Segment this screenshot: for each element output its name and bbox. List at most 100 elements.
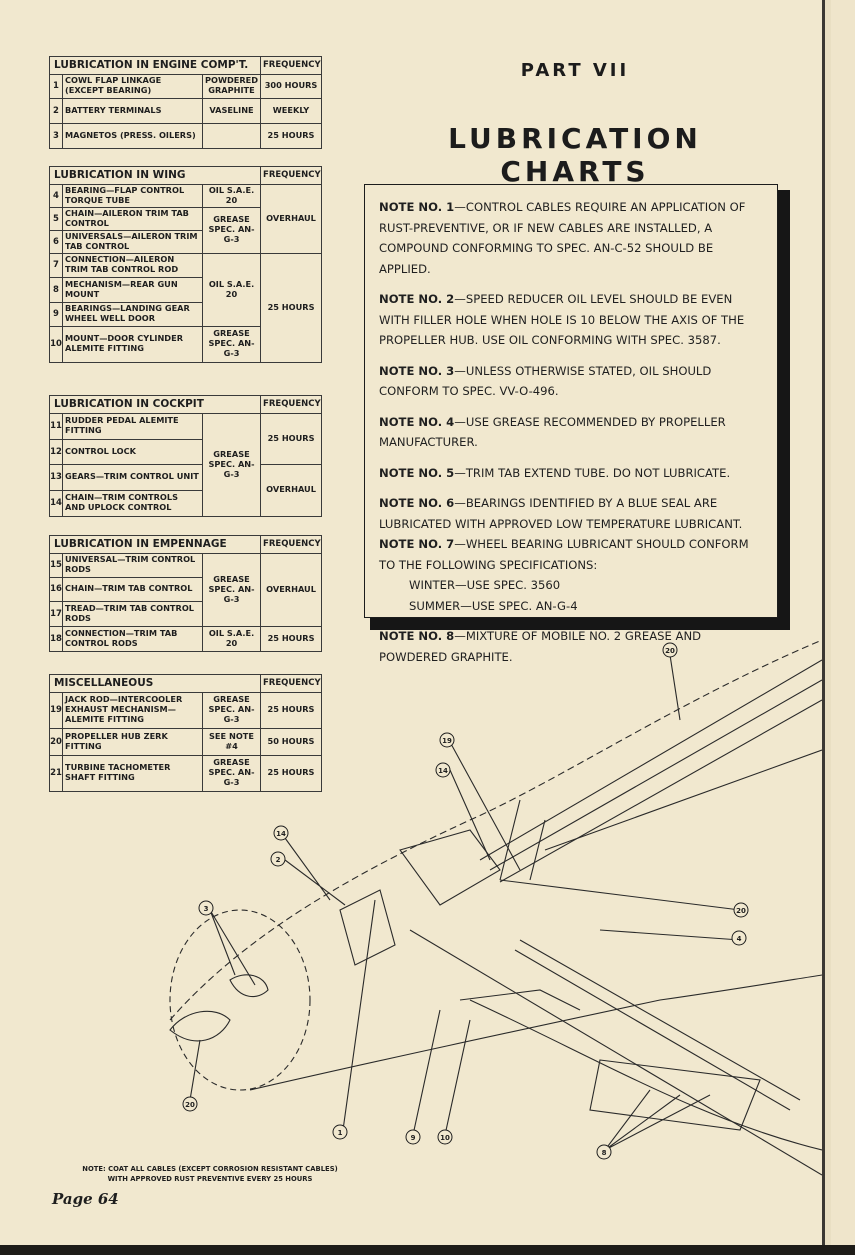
- fuselage-lower-line: [249, 974, 822, 1091]
- table-title: LUBRICATION IN EMPENNAGE: [48, 535, 262, 554]
- row-frequency: 25 HOURS: [260, 754, 322, 792]
- svg-text:2: 2: [276, 856, 281, 864]
- control-cable-4: [544, 749, 822, 851]
- svg-text:14: 14: [438, 767, 448, 775]
- row-number: 4: [49, 183, 63, 208]
- row-number: 5: [49, 206, 63, 231]
- table-row: 3 MAGNETOS (PRESS. OILERS) 25 HOURS: [49, 122, 322, 149]
- note-text: —TRIM TAB EXTEND TUBE. DO NOT LUBRICATE.: [454, 465, 731, 480]
- table-row: 1 COWL FLAP LINKAGE (EXCEPT BEARING) POW…: [49, 73, 322, 99]
- frequency-header: FREQUENCY: [260, 56, 322, 75]
- row-lubricant: GREASE SPEC. AN-G-3: [201, 325, 262, 363]
- row-item: JACK ROD—INTERCOOLER EXHAUST MECHANISM—A…: [62, 691, 203, 729]
- table-row: 16 CHAIN—TRIM TAB CONTROL: [49, 576, 322, 602]
- note-8: NOTE NO. 8—MIXTURE OF MOBILE NO. 2 GREAS…: [379, 626, 765, 667]
- row-item: CHAIN—TRIM CONTROLS AND UPLOCK CONTROL: [62, 489, 203, 517]
- frequency-header: FREQUENCY: [260, 166, 323, 185]
- manual-page: LUBRICATION IN ENGINE COMP'T. FREQUENCY …: [0, 0, 824, 1245]
- row-frequency: 300 HOURS: [260, 73, 322, 99]
- row-number: 14: [49, 489, 63, 517]
- row-frequency: OVERHAUL: [260, 552, 323, 627]
- footnote-line-1: NOTE: COAT ALL CABLES (EXCEPT CORROSION …: [82, 1165, 338, 1173]
- callout-14: 20: [733, 902, 749, 918]
- table-row: 10 MOUNT—DOOR CYLINDER ALEMITE FITTING G…: [49, 325, 322, 363]
- page-title: LUBRICATION CHARTS: [448, 122, 702, 188]
- note-text: —WHEEL BEARING LUBRICANT SHOULD CONFORM …: [379, 537, 749, 572]
- callout-1: 1: [332, 1124, 348, 1140]
- row-item: CHAIN—TRIM TAB CONTROL: [62, 576, 203, 602]
- row-item: BEARINGS—LANDING GEAR WHEEL WELL DOOR: [62, 301, 203, 327]
- svg-text:8: 8: [602, 1149, 607, 1157]
- torque-tube-2: [514, 949, 791, 1111]
- note-label: NOTE NO. 2: [379, 292, 455, 306]
- row-frequency: 25 HOURS: [260, 625, 323, 652]
- table-row: 21 TURBINE TACHOMETER SHAFT FITTING GREA…: [49, 754, 322, 792]
- row-lubricant: OIL S.A.E. 20: [201, 625, 262, 652]
- gun-mount: [459, 989, 581, 1011]
- svg-text:4: 4: [737, 935, 742, 943]
- control-cable-1: [479, 659, 822, 861]
- table-row: 2 BATTERY TERMINALS VASELINE WEEKLY: [49, 97, 322, 124]
- table-wing: LUBRICATION IN WING FREQUENCY 4 BEARING—…: [48, 166, 323, 363]
- row-frequency: OVERHAUL: [260, 183, 323, 254]
- row-number: 10: [49, 325, 63, 363]
- row-lubricant: [202, 122, 261, 149]
- note-1: NOTE NO. 1—CONTROL CABLES REQUIRE AN APP…: [379, 197, 765, 279]
- table-cockpit: LUBRICATION IN COCKPIT FREQUENCY 11 RUDD…: [48, 395, 323, 517]
- row-lubricant: GREASE SPEC. AN-G-3: [201, 206, 262, 254]
- note-4: NOTE No. 4—USE GREASE RECOMMENDED BY PRO…: [379, 412, 765, 453]
- svg-text:20: 20: [736, 907, 746, 915]
- row-item: CONNECTION—AILERON TRIM TAB CONTROL ROD: [62, 252, 203, 278]
- note-3: NOTE NO. 3—UNLESS OTHERWISE STATED, OIL …: [379, 361, 765, 402]
- note-6: NOTE NO. 6—BEARINGS IDENTIFIED BY A BLUE…: [379, 493, 765, 534]
- cowl-ring: [169, 909, 311, 1091]
- table-row: 19 JACK ROD—INTERCOOLER EXHAUST MECHANIS…: [49, 691, 322, 729]
- cockpit-control-box: [399, 829, 501, 906]
- callout-3: 3: [198, 900, 214, 916]
- row-frequency: 25 HOURS: [260, 122, 322, 149]
- row-number: 21: [49, 754, 63, 792]
- table-row: 20 PROPELLER HUB ZERK FITTING SEE NOTE #…: [49, 727, 322, 756]
- row-number: 17: [49, 600, 63, 627]
- svg-text:20: 20: [185, 1101, 195, 1109]
- row-number: 19: [49, 691, 63, 729]
- row-item: GEARS—TRIM CONTROL UNIT: [62, 463, 203, 491]
- note-label: NOTE No. 4: [379, 414, 455, 429]
- wing-leading-edge: [409, 929, 822, 1176]
- row-item: MOUNT—DOOR CYLINDER ALEMITE FITTING: [62, 325, 203, 363]
- row-number: 8: [49, 276, 63, 303]
- table-empennage: LUBRICATION IN EMPENNAGE FREQUENCY 15 UN…: [48, 535, 323, 652]
- note-5: NOTE NO. 5—TRIM TAB EXTEND TUBE. DO NOT …: [379, 463, 765, 484]
- row-number: 18: [49, 625, 63, 652]
- note-text: —USE GREASE RECOMMENDED BY PROPELLER MAN…: [379, 414, 726, 450]
- svg-text:1: 1: [338, 1129, 343, 1137]
- callout-8: 8: [596, 1144, 612, 1160]
- callout-12: 14: [435, 762, 451, 778]
- note-label: NOTE NO. 5: [379, 465, 455, 480]
- notes-box: NOTE NO. 1—CONTROL CABLES REQUIRE AN APP…: [364, 184, 778, 664]
- footnote-line-2: WITH APPROVED RUST PREVENTIVE EVERY 25 H…: [107, 1175, 313, 1183]
- row-number: 2: [49, 97, 63, 124]
- row-lubricant: GREASE SPEC. AN-G-3: [201, 412, 262, 517]
- table-row: 7 CONNECTION—AILERON TRIM TAB CONTROL RO…: [49, 252, 323, 363]
- table-title: LUBRICATION IN WING: [48, 166, 262, 185]
- row-lubricant: OIL S.A.E. 20: [201, 183, 262, 208]
- table-row: 18 CONNECTION—TRIM TAB CONTROL RODS OIL …: [49, 625, 323, 652]
- row-lubricant: GREASE SPEC. AN-G-3: [202, 754, 261, 792]
- table-row: 13 GEARS—TRIM CONTROL UNIT OVERHAUL: [49, 463, 323, 517]
- row-item: BATTERY TERMINALS: [62, 97, 203, 124]
- callout-9: 9: [405, 1129, 421, 1145]
- callout-2: 2: [270, 851, 286, 867]
- row-number: 7: [49, 252, 63, 278]
- propeller-blade: [229, 974, 269, 998]
- note-7-summer: SUMMER—USE SPEC. AN-G-4: [409, 598, 578, 613]
- table-title: MISCELLANEOUS: [49, 674, 261, 693]
- note-label: NOTE NO. 8: [379, 629, 455, 643]
- note-label: NOTE NO. 1: [379, 200, 455, 214]
- row-item: TURBINE TACHOMETER SHAFT FITTING: [62, 754, 203, 792]
- row-item: CHAIN—AILERON TRIM TAB CONTROL: [62, 206, 203, 231]
- row-lubricant: OIL S.A.E. 20: [201, 252, 262, 327]
- row-number: 20: [49, 727, 63, 756]
- callout-10: 10: [437, 1129, 453, 1145]
- note-text: —BEARINGS IDENTIFIED BY A BLUE SEAL ARE …: [379, 496, 743, 531]
